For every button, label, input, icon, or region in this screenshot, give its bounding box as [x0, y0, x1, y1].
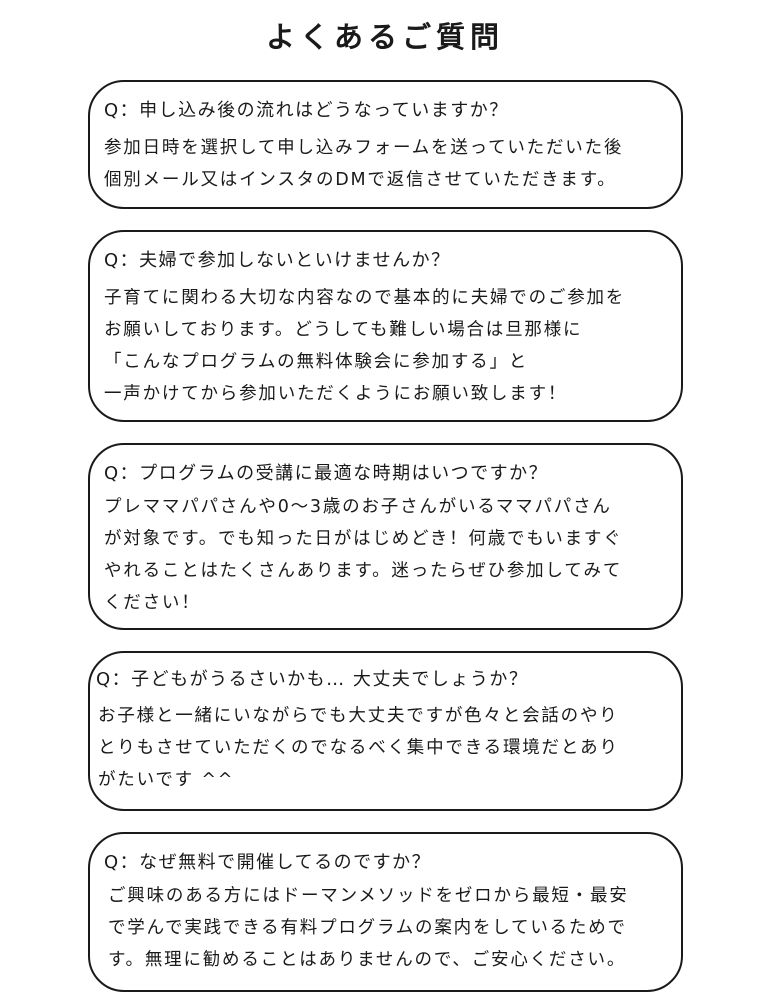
page-title: よくあるご質問 [265, 20, 504, 54]
faq-card-application-flow: Q：申し込み後の流れはどうなっていますか？ 参加日時を選択して申し込みフォームを… [88, 80, 683, 209]
faq-question: Q：子どもがうるさいかも… 大丈夫でしょうか？ [96, 669, 529, 690]
faq-answer-line: お願いしております。どうしても難しい場合は旦那様に [104, 320, 583, 340]
faq-question: Q：申し込み後の流れはどうなっていますか？ [104, 100, 509, 121]
faq-answer-line: ください！ [104, 593, 201, 613]
faq-question: Q：プログラムの受講に最適な時期はいつですか？ [104, 463, 549, 484]
faq-answer-line: 子育てに関わる大切な内容なので基本的に夫婦でのご参加を [104, 288, 626, 308]
faq-card-noisy-children: Q：子どもがうるさいかも… 大丈夫でしょうか？ お子様と一緒にいながらでも大丈夫… [88, 651, 683, 811]
faq-answer-line: 参加日時を選択して申し込みフォームを送っていただいた後 [104, 138, 624, 158]
faq-answer: 子育てに関わる大切な内容なので基本的に夫婦でのご参加を お願いしております。どう… [104, 282, 673, 410]
faq-question: Q：なぜ無料で開催してるのですか？ [104, 852, 432, 873]
faq-answer-line: す。無理に勧めることはありませんので、ご安心ください。 [108, 950, 627, 970]
faq-answer-line: がたいです ^^ [98, 770, 235, 790]
faq-card-couple-attendance: Q：夫婦で参加しないといけませんか？ 子育てに関わる大切な内容なので基本的に夫婦… [88, 230, 683, 422]
faq-answer-line: 「こんなプログラムの無料体験会に参加する」と [104, 352, 529, 372]
faq-answer-line: で学んで実践できる有料プログラムの案内をしているためで [108, 918, 627, 938]
faq-answer-line: 一声かけてから参加いただくようにお願い致します！ [104, 384, 568, 404]
faq-answer-line: ご興味のある方にはドーマンメソッドをゼロから最短・最安 [108, 886, 629, 906]
faq-answer-line: やれることはたくさんあります。迷ったらぜひ参加してみて [104, 561, 623, 581]
faq-card-why-free: Q：なぜ無料で開催してるのですか？ ご興味のある方にはドーマンメソッドをゼロから… [88, 832, 683, 992]
faq-answer: ご興味のある方にはドーマンメソッドをゼロから最短・最安 で学んで実践できる有料プ… [108, 880, 673, 976]
faq-answer-line: お子様と一緒にいながらでも大丈夫ですが色々と会話のやり [98, 706, 619, 726]
faq-card-best-timing: Q：プログラムの受講に最適な時期はいつですか？ プレママパパさんや0〜3歳のお子… [88, 443, 683, 630]
faq-answer-line: が対象です。でも知った日がはじめどき！何歳でもいますぐ [104, 529, 623, 549]
faq-answer: お子様と一緒にいながらでも大丈夫ですが色々と会話のやり とりもさせていただくので… [98, 700, 673, 796]
faq-answer-line: 個別メール又はインスタのDMで返信させていただきます。 [104, 170, 617, 190]
faq-answer: プレママパパさんや0〜3歳のお子さんがいるママパパさん が対象です。でも知った日… [104, 491, 673, 619]
faq-answer: 参加日時を選択して申し込みフォームを送っていただいた後 個別メール又はインスタの… [104, 132, 673, 196]
faq-question: Q：夫婦で参加しないといけませんか？ [104, 250, 451, 271]
faq-answer-line: プレママパパさんや0〜3歳のお子さんがいるママパパさん [104, 497, 612, 517]
faq-answer-line: とりもさせていただくのでなるべく集中できる環境だとあり [98, 738, 619, 758]
